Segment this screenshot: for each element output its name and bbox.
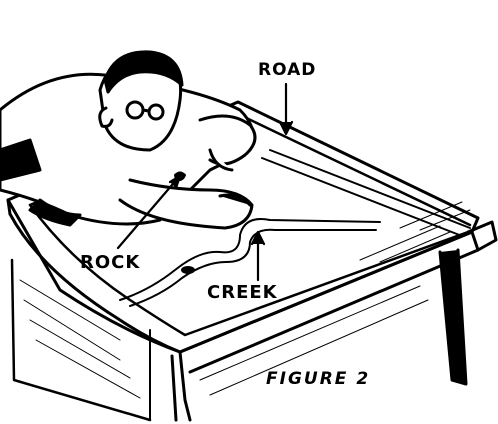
rock-label: ROCK — [80, 252, 141, 273]
shadow-hatching — [19, 201, 471, 399]
road-label: ROAD — [258, 60, 317, 80]
table-legs — [10, 220, 498, 422]
man-figure — [0, 50, 257, 230]
figure-caption: FIGURE 2 — [266, 369, 371, 389]
creek-label: CREEK — [207, 282, 278, 303]
road-line — [261, 149, 471, 237]
label-pointers — [116, 82, 294, 282]
